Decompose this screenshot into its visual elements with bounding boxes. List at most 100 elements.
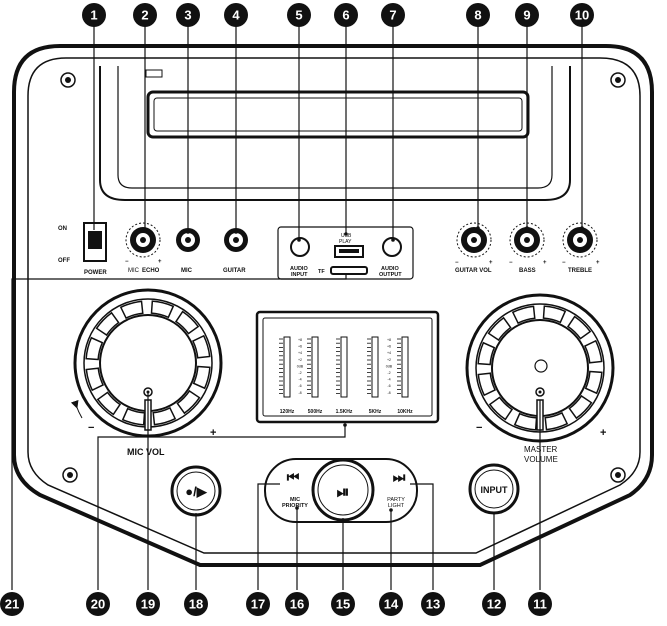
eq-slider xyxy=(311,336,319,398)
leader-dots xyxy=(143,226,584,512)
eq-scale-label: +2 xyxy=(387,358,391,362)
knob-ridge xyxy=(191,334,211,359)
callout-badge xyxy=(515,3,539,27)
switch-on-label: ON xyxy=(58,226,67,232)
knob-ridge xyxy=(477,372,497,397)
tf-card-slot[interactable] xyxy=(330,266,368,275)
guitar-vol-knob[interactable] xyxy=(456,222,492,258)
leader-lines xyxy=(11,26,583,590)
callout-badge xyxy=(0,592,24,616)
callout-number: 8 xyxy=(474,8,481,23)
bass-knob[interactable] xyxy=(509,222,545,258)
eq-scale-label: +8 xyxy=(298,338,302,342)
knob-plus: + xyxy=(489,260,493,266)
tf-label: TF xyxy=(318,269,325,275)
callout-badge xyxy=(570,3,594,27)
callout-badge xyxy=(184,592,208,616)
callout-badge xyxy=(136,592,160,616)
eq-scale-label: +2 xyxy=(298,358,302,362)
audio-output-jack[interactable] xyxy=(382,237,402,257)
callout-badge xyxy=(224,3,248,27)
knob-plus: + xyxy=(596,260,600,266)
usb-label-2: PLAY xyxy=(339,239,352,245)
audio-output-label-2: OUTPUT xyxy=(379,272,402,278)
eq-scale-label: -6 xyxy=(298,384,301,388)
treble-knob[interactable] xyxy=(562,222,598,258)
guitar-jack-label: GUITAR xyxy=(223,268,246,274)
callout-badge xyxy=(133,3,157,27)
knob-ridge xyxy=(119,300,144,320)
callout-number: 9 xyxy=(523,8,530,23)
callout-badge xyxy=(287,3,311,27)
callout-number: 6 xyxy=(342,8,349,23)
knob-plus: + xyxy=(543,260,547,266)
knob-ridge xyxy=(566,315,592,340)
eq-scale-label: -4 xyxy=(298,378,301,382)
callout-number: 10 xyxy=(575,8,589,23)
callout-badge xyxy=(331,592,355,616)
knob-ridge xyxy=(542,305,567,324)
eq-scale-label: +6 xyxy=(298,345,302,349)
callout-number: 21 xyxy=(5,597,19,612)
screw-icon xyxy=(610,467,626,483)
eq-scale-label: -2 xyxy=(387,371,390,375)
mic-vol-knob[interactable] xyxy=(73,288,223,438)
prev-track-icon: ⏮ xyxy=(287,469,300,485)
eq-slider xyxy=(340,336,348,398)
callout-number: 19 xyxy=(141,597,155,612)
callout-number: 12 xyxy=(487,597,501,612)
eq-band-label: 500Hz xyxy=(308,409,323,415)
knob-ridge xyxy=(96,391,122,416)
party-light-label-1: PARTY xyxy=(387,497,405,503)
knob-ridge xyxy=(584,370,603,395)
master-label-1: MASTER xyxy=(524,445,558,454)
switch-off-label: OFF xyxy=(58,258,70,264)
knob-ridge xyxy=(85,367,105,392)
power-label: POWER xyxy=(84,270,107,276)
eq-slider xyxy=(401,336,409,398)
record-play-icon: ●/▶ xyxy=(185,484,207,499)
callout-number: 17 xyxy=(251,597,265,612)
callout-badge xyxy=(379,592,403,616)
audio-input-jack[interactable] xyxy=(290,237,310,257)
power-switch[interactable] xyxy=(83,222,107,262)
knob-minus: − xyxy=(562,260,566,266)
eq-band-label: 5KHz xyxy=(369,409,382,415)
mic-echo-knob[interactable] xyxy=(125,222,161,258)
audio-input-label-1: AUDIO xyxy=(290,266,308,272)
eq-scale-label: +4 xyxy=(298,351,302,355)
callout-badge xyxy=(482,592,506,616)
callout-badge xyxy=(285,592,309,616)
play-pause-button[interactable] xyxy=(311,458,375,522)
knob-ridge xyxy=(176,389,201,415)
eq-scale-label: -4 xyxy=(387,378,390,382)
screw-icon xyxy=(60,72,76,88)
callout-number: 20 xyxy=(91,597,105,612)
callout-badge xyxy=(176,3,200,27)
callout-badge xyxy=(466,3,490,27)
guitar-vol-label: GUITAR VOL xyxy=(455,268,492,274)
knob-ridge xyxy=(192,365,211,390)
eq-band-label: 10KHz xyxy=(397,409,413,415)
eq-scale-label: -6 xyxy=(387,384,390,388)
callout-number: 16 xyxy=(290,597,304,612)
knob-plus: + xyxy=(158,259,162,265)
usb-port[interactable] xyxy=(334,245,364,258)
guitar-jack[interactable] xyxy=(224,228,248,252)
treble-label: TREBLE xyxy=(568,268,592,274)
master-label-2: VOLUME xyxy=(524,455,558,464)
callout-badge xyxy=(334,3,358,27)
mic-echo-label: ECHO xyxy=(142,268,160,274)
knob-ridge xyxy=(95,311,120,337)
callout-number: 18 xyxy=(189,597,203,612)
mic-priority-label-2: PRIORITY xyxy=(282,503,308,509)
mic-jack[interactable] xyxy=(176,228,200,252)
callout-number: 5 xyxy=(295,8,302,23)
knob-minus: − xyxy=(455,260,459,266)
callout-number: 11 xyxy=(533,597,547,612)
callout-number: 3 xyxy=(184,8,191,23)
eq-slider xyxy=(283,336,291,398)
carry-handle xyxy=(99,66,571,201)
